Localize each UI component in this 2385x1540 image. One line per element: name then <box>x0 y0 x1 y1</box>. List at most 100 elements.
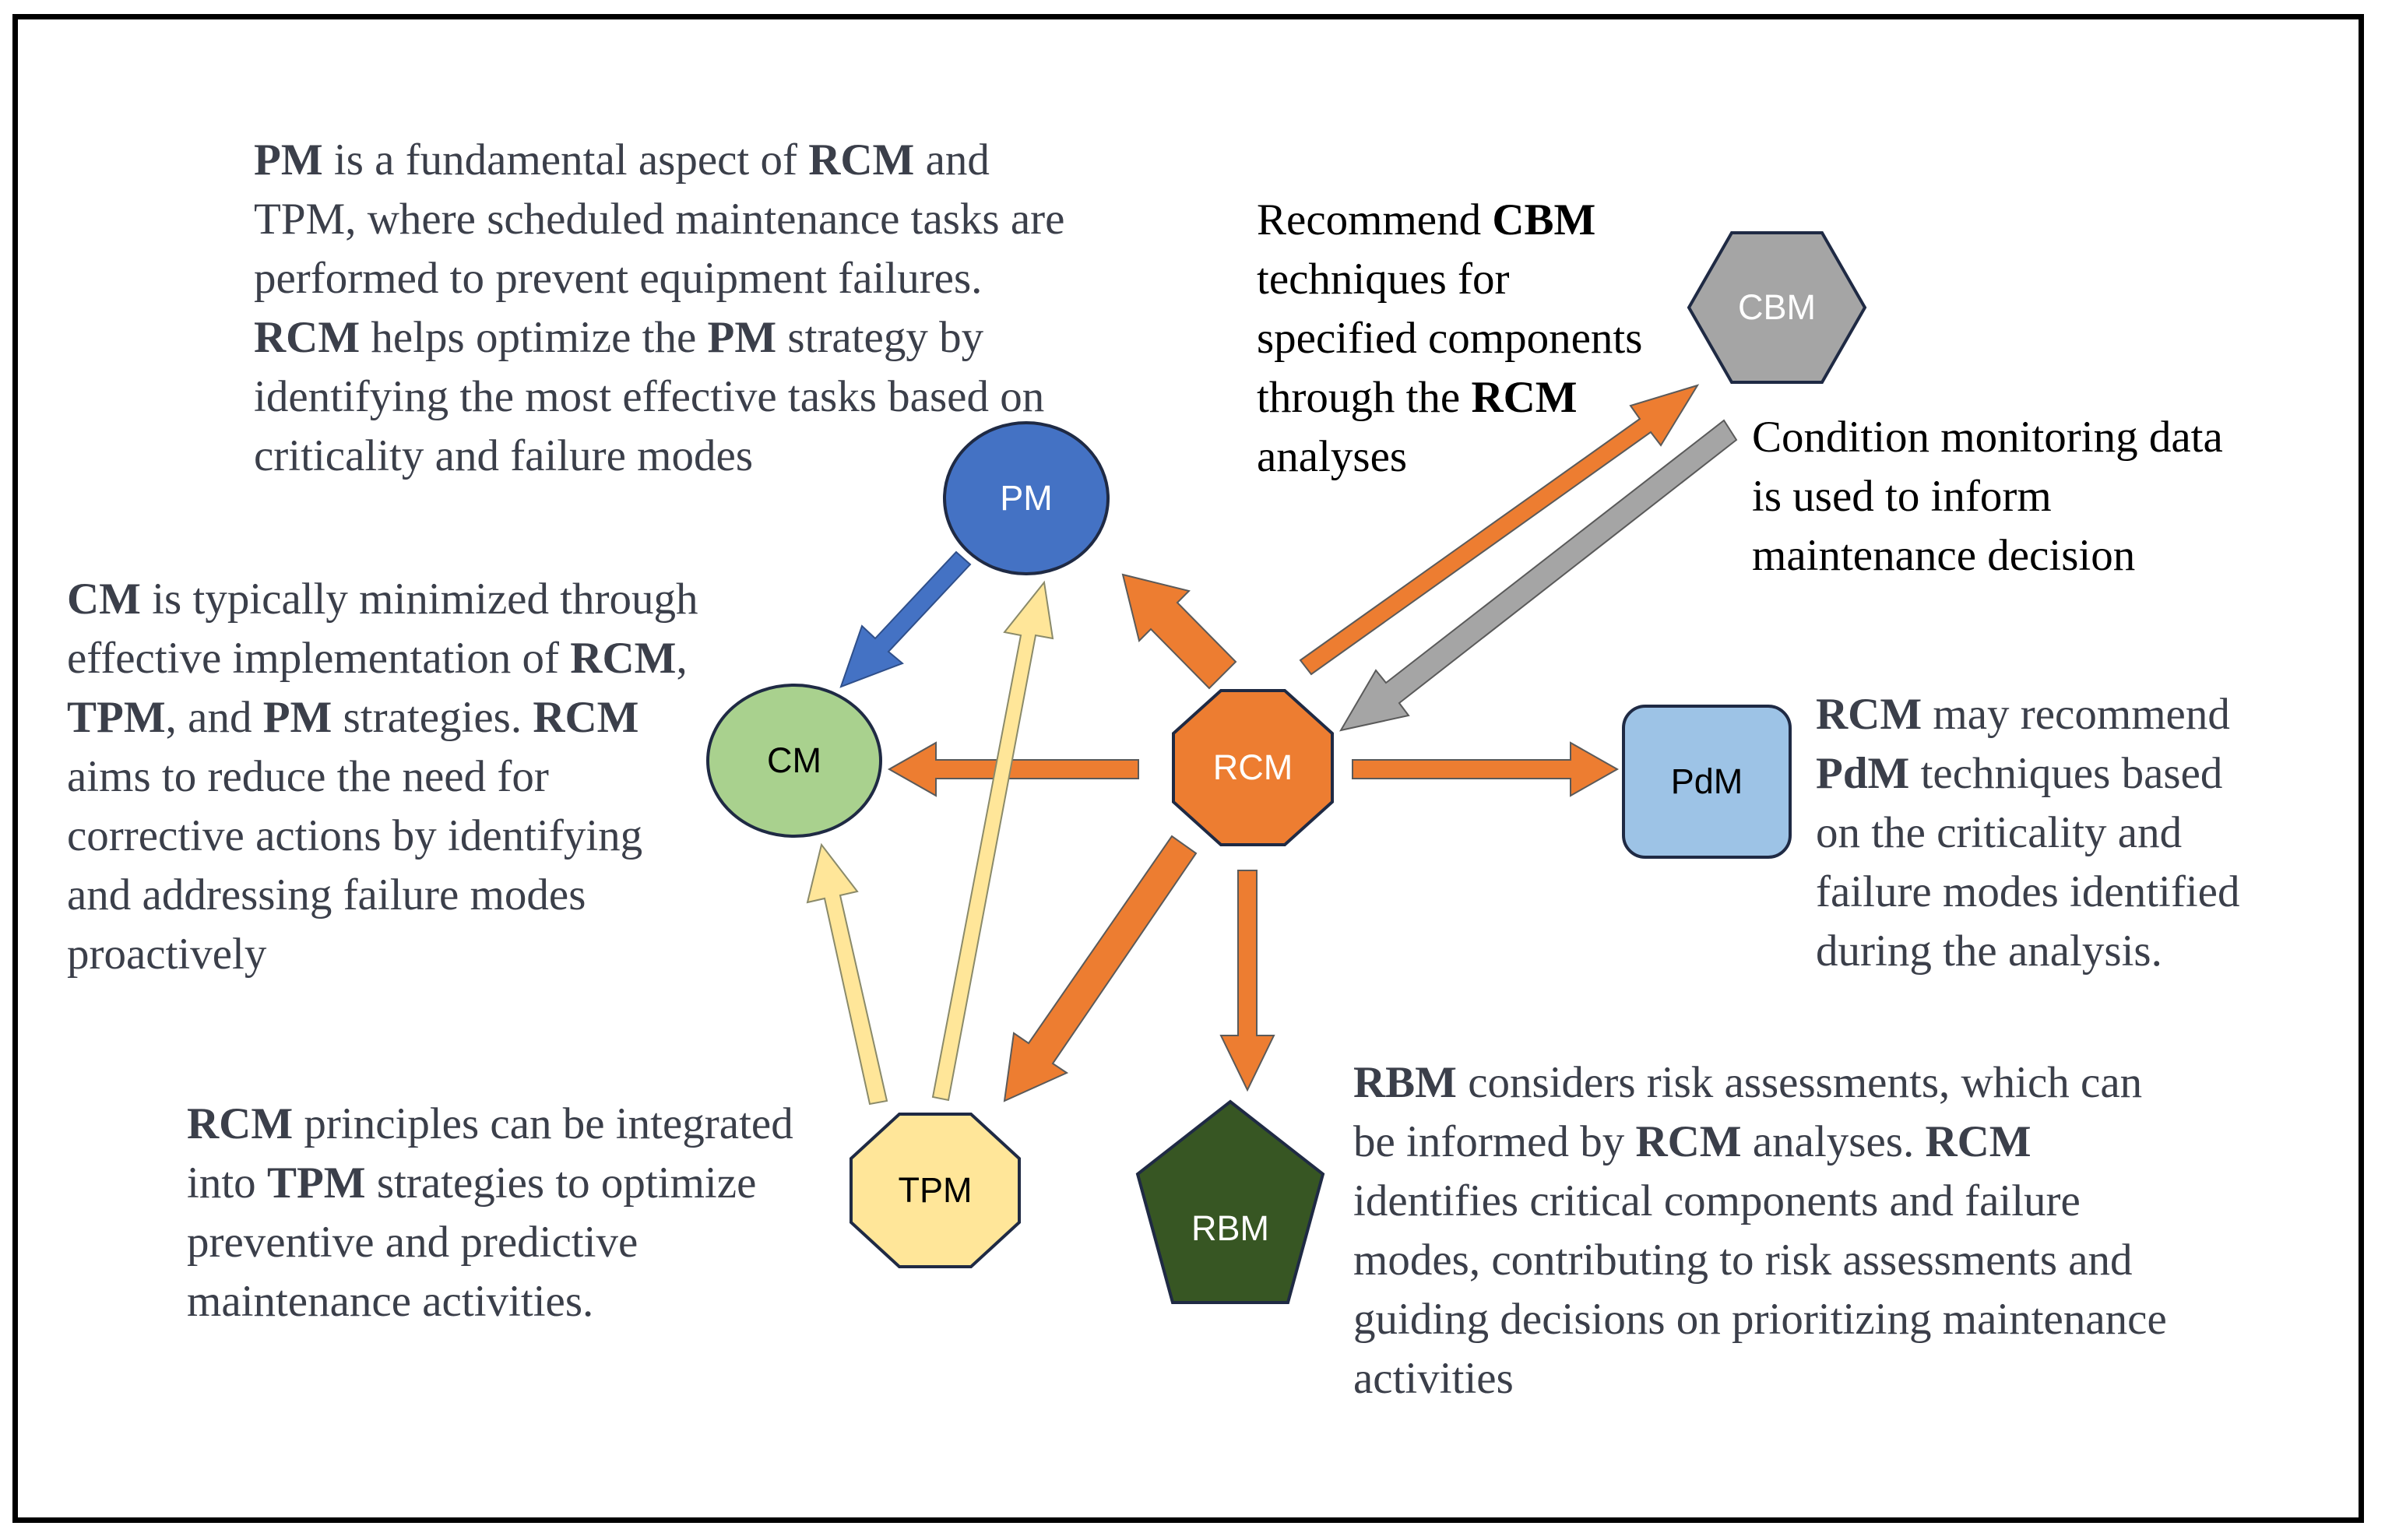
cbm-description-line: through the RCM <box>1257 368 1642 427</box>
arrow-rcm-to-cbm <box>1299 384 1700 676</box>
pdm-description-line: RCM may recommend <box>1816 685 2239 744</box>
pdm-description-line: failure modes identified <box>1816 863 2239 922</box>
cbm-description-line: analyses <box>1257 427 1642 487</box>
text-run: and addressing failure modes <box>67 870 586 919</box>
text-run: principles can be integrated <box>293 1099 793 1148</box>
text-run: effective implementation of <box>67 634 571 683</box>
text-run: , and <box>165 693 263 742</box>
cm-description-line: CM is typically minimized through <box>67 570 698 629</box>
text-run: maintenance decision <box>1752 531 2136 580</box>
rbm-node-shape <box>1135 1099 1325 1304</box>
text-run: failure modes identified <box>1816 867 2240 916</box>
rbm-description-line: RBM considers risk assessments, which ca… <box>1353 1053 2167 1113</box>
arrow-cbm-to-rcm <box>1338 419 1738 732</box>
text-run: strategy by <box>776 313 984 362</box>
arrow-rcm-to-rbm <box>1219 870 1275 1092</box>
text-run: PM <box>707 313 777 362</box>
text-run: CM <box>67 575 141 624</box>
text-run: analyses. <box>1741 1117 1926 1166</box>
cm-description-line: and addressing failure modes <box>67 866 698 925</box>
rbm-description: RBM considers risk assessments, which ca… <box>1353 1053 2167 1408</box>
text-run: considers risk assessments, which can <box>1456 1058 2143 1107</box>
text-run: corrective actions by identifying <box>67 811 643 860</box>
text-run: modes, contributing to risk assessments … <box>1353 1236 2133 1285</box>
rbm-description-line: identifies critical components and failu… <box>1353 1172 2167 1231</box>
text-run: strategies to optimize <box>365 1159 757 1208</box>
text-run: activities <box>1353 1354 1514 1403</box>
pdm-description-line: on the criticality and <box>1816 803 2239 863</box>
cbm-description-line: specified components <box>1257 309 1642 368</box>
text-run: proactively <box>67 930 267 979</box>
tpm-node-label: TPM <box>898 1170 973 1210</box>
text-run: be informed by <box>1353 1117 1636 1166</box>
text-run: RCM <box>187 1099 294 1148</box>
text-run: preventive and predictive <box>187 1218 638 1267</box>
cbm-node-label: CBM <box>1738 287 1816 327</box>
cm-description-line: corrective actions by identifying <box>67 807 698 866</box>
condition-description-line: maintenance decision <box>1752 526 2223 585</box>
text-run: criticality and failure modes <box>254 431 753 480</box>
cm-node: CM <box>705 683 883 839</box>
text-run: TPM, where scheduled maintenance tasks a… <box>254 195 1065 244</box>
text-run: CBM <box>1492 195 1596 244</box>
tpm-description-line: RCM principles can be integrated <box>187 1095 793 1154</box>
rbm-description-line: activities <box>1353 1349 2167 1408</box>
pdm-node-label: PdM <box>1670 761 1743 801</box>
text-run: analyses <box>1257 432 1408 481</box>
rbm-node-label: RBM <box>1191 1208 1269 1248</box>
cbm-node-shape <box>1687 231 1867 384</box>
text-run: may recommend <box>1922 690 2230 739</box>
pm-node-shape <box>943 421 1110 575</box>
text-run: RCM <box>1925 1117 2031 1166</box>
text-run: RCM <box>1471 373 1578 422</box>
text-run: PM <box>262 693 332 742</box>
cbm-node: CBM <box>1687 230 1867 385</box>
tpm-description-line: preventive and predictive <box>187 1213 793 1272</box>
text-run: helps optimize the <box>360 313 708 362</box>
rcm-node-shape <box>1172 689 1334 846</box>
pm-node: PM <box>942 420 1110 576</box>
cm-node-label: CM <box>767 740 821 780</box>
cm-description-line: effective implementation of RCM, <box>67 629 698 688</box>
arrow-pm-to-cm <box>839 550 972 688</box>
text-run: identifying the most effective tasks bas… <box>254 372 1045 421</box>
cm-description-line: proactively <box>67 925 698 984</box>
tpm-node-shape <box>850 1113 1021 1268</box>
pm-description-line: criticality and failure modes <box>254 427 1064 486</box>
text-run: PdM <box>1816 749 1910 798</box>
pm-description-line: TPM, where scheduled maintenance tasks a… <box>254 190 1064 249</box>
text-run: RCM <box>808 135 915 185</box>
pdm-node: PdM <box>1621 704 1792 860</box>
text-run: on the criticality and <box>1816 808 2183 857</box>
arrow-rcm-to-cm <box>887 741 1139 797</box>
text-run: RCM <box>1816 690 1922 739</box>
text-run: strategies. <box>332 693 533 742</box>
pm-description-line: PM is a fundamental aspect of RCM and <box>254 131 1064 190</box>
text-run: through the <box>1257 373 1472 422</box>
cbm-description-line: Recommend CBM <box>1257 191 1642 250</box>
cm-description-line: aims to reduce the need for <box>67 747 698 807</box>
rcm-node-label: RCM <box>1212 747 1293 787</box>
tpm-description-line: into TPM strategies to optimize <box>187 1154 793 1213</box>
text-run: RCM <box>570 634 677 683</box>
cm-node-shape <box>706 684 882 838</box>
text-run: performed to prevent equipment failures. <box>254 254 983 303</box>
text-run: maintenance activities. <box>187 1277 594 1326</box>
text-run: guiding decisions on prioritizing mainte… <box>1353 1295 2167 1344</box>
rbm-description-line: be informed by RCM analyses. RCM <box>1353 1113 2167 1172</box>
pdm-description-line: PdM techniques based <box>1816 744 2239 803</box>
tpm-description-line: maintenance activities. <box>187 1272 793 1331</box>
condition-description-line: is used to inform <box>1752 467 2223 526</box>
arrow-rcm-to-pdm <box>1352 741 1620 797</box>
text-run: is a fundamental aspect of <box>322 135 809 185</box>
pdm-description-line: during the analysis. <box>1816 922 2239 981</box>
text-run: PM <box>254 135 323 185</box>
arrow-tpm-to-cm <box>806 842 888 1106</box>
text-run: TPM <box>67 693 166 742</box>
rcm-node: RCM <box>1171 688 1335 847</box>
pm-description-line: performed to prevent equipment failures. <box>254 249 1064 308</box>
